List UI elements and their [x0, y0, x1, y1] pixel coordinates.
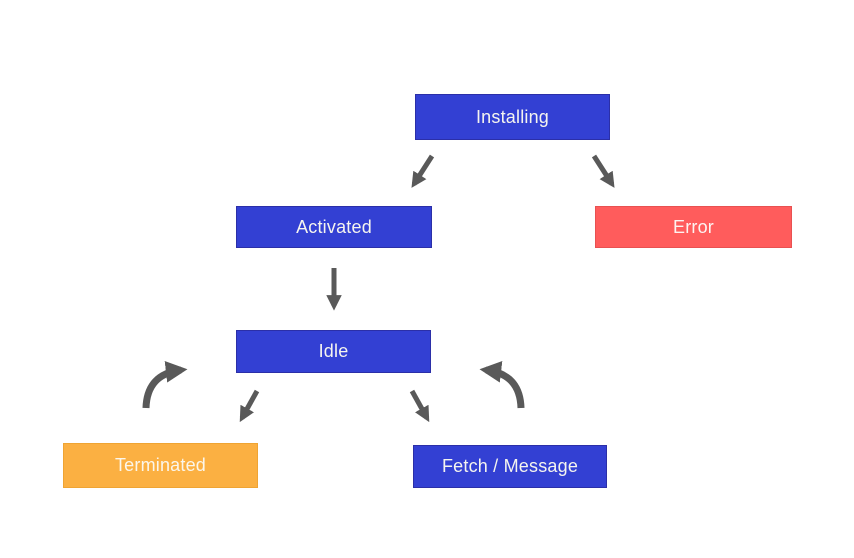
node-activated-label: Activated [296, 216, 372, 237]
node-fetch-message: Fetch / Message [413, 445, 607, 488]
edge-installing-to-error-arrow [591, 154, 615, 188]
edge-fetch-message-to-idle-curved-arrow [479, 361, 525, 409]
node-idle-label: Idle [318, 341, 349, 361]
edge-terminated-to-idle-curved-arrow [142, 361, 188, 409]
node-terminated: Terminated [63, 443, 258, 488]
node-activated: Activated [236, 206, 432, 248]
edge-installing-to-activated-arrow [411, 154, 435, 188]
node-fetch-message-label: Fetch / Message [441, 456, 579, 476]
node-idle: Idle [236, 330, 431, 373]
edge-idle-to-terminated-arrow [239, 389, 260, 423]
node-error: Error [595, 206, 792, 248]
node-installing: Installing [415, 94, 610, 140]
node-error-label: Error [673, 216, 714, 237]
edge-idle-to-fetch-message-arrow [409, 389, 430, 423]
node-terminated-label: Terminated [114, 455, 207, 475]
node-installing-label: Installing [475, 106, 550, 127]
